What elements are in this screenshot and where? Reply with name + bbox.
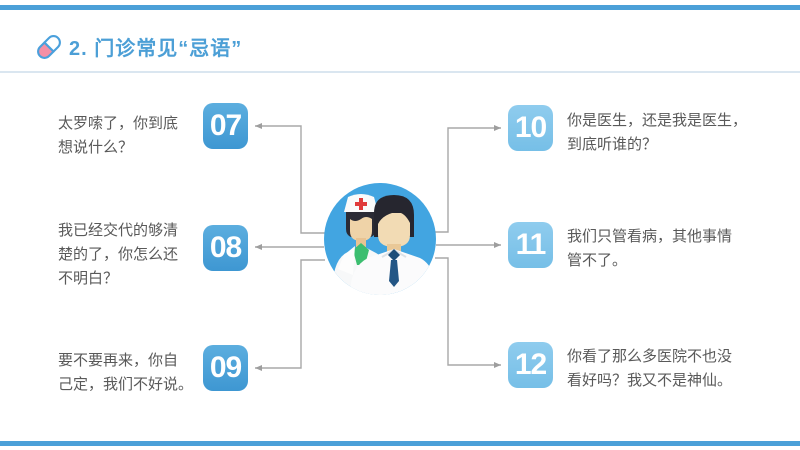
item-08-text: 我已经交代的够清 楚的了，你怎么还 不明白？ [58,222,179,287]
bottom-accent-bar [0,441,800,446]
item-09-text: 要不要再来，你自 己定，我们不好说。 [58,352,194,393]
title-divider [0,71,800,73]
item-08-number-badge: 08 [203,225,248,271]
item-09-number-badge: 09 [203,345,248,391]
item-10-number-badge: 10 [508,105,553,151]
nurse-and-doctor-icon [324,183,436,295]
pill-icon [37,35,61,59]
item-07-number-badge: 07 [203,103,248,149]
top-accent-bar [0,5,800,10]
item-11-text: 我们只管看病，其他事情 管不了。 [567,228,733,269]
item-10-text: 你是医生，还是我是医生， 到底听谁的？ [567,112,748,153]
item-07-text: 太罗嗦了，你到底 想说什么？ [58,115,179,156]
item-11-number-badge: 11 [508,222,553,268]
item-12-text: 你看了那么多医院不也没 看好吗？我又不是神仙。 [567,348,733,389]
page-title: 2. 门诊常见“忌语” [69,38,243,60]
item-12-number-badge: 12 [508,342,553,388]
